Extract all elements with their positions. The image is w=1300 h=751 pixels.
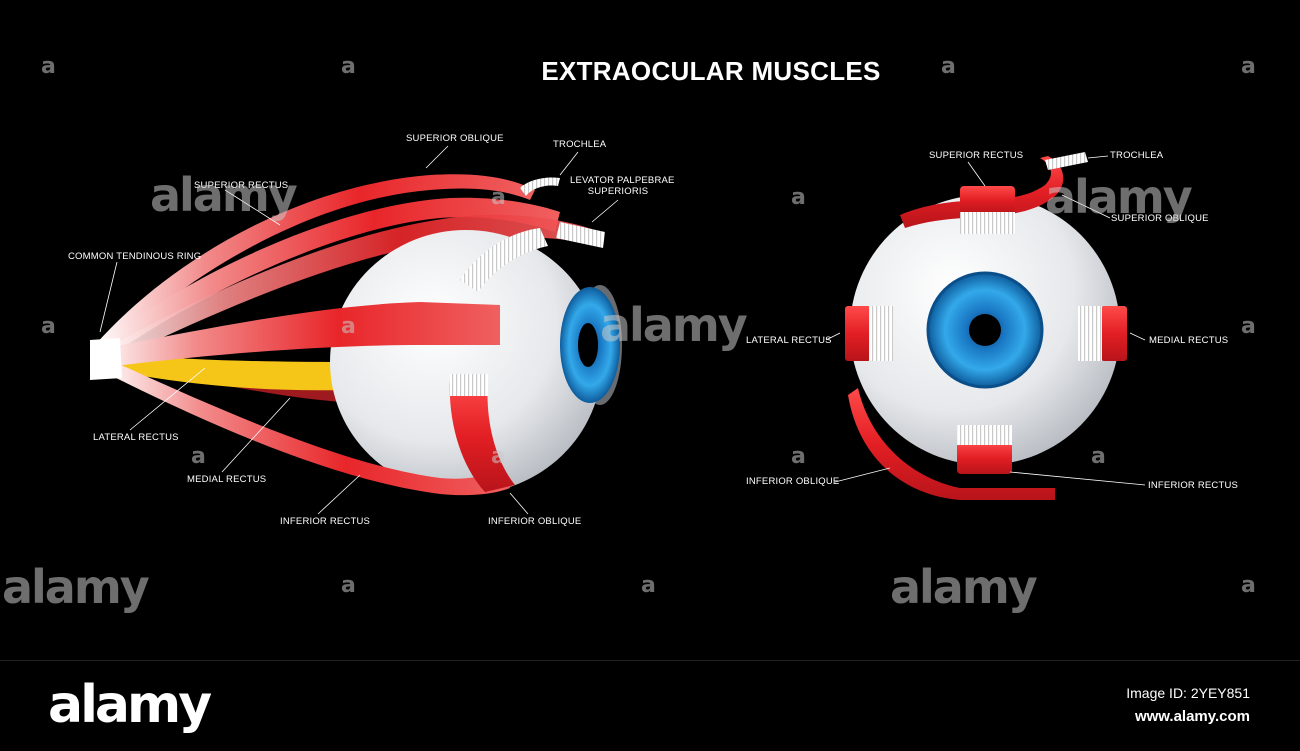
label-side-superior-rectus: SUPERIOR RECTUS <box>194 180 289 191</box>
watermark-logo: alamy <box>2 560 150 614</box>
label-side-trochlea: TROCHLEA <box>553 139 607 150</box>
label-side-medial-rectus: MEDIAL RECTUS <box>187 474 267 485</box>
watermark-letter: a <box>191 444 206 469</box>
side-lateral-rectus-muscle <box>95 302 500 368</box>
watermark-letter: a <box>341 573 356 598</box>
front-inferior-rectus-muscle <box>957 442 1012 474</box>
watermark-letter: a <box>1241 573 1256 598</box>
side-inferior-oblique-muscle <box>449 380 515 492</box>
label-side-inferior-rectus: INFERIOR RECTUS <box>280 516 371 527</box>
diagram-title: EXTRAOCULAR MUSCLES <box>541 56 881 86</box>
side-common-tendinous-ring <box>90 338 122 380</box>
side-levator-muscle <box>100 214 600 362</box>
watermark-letter: a <box>941 54 956 79</box>
illustration-stage: EXTRAOCULAR MUSCLES SUPERIOR OBLIQUE TRO… <box>2 54 1256 614</box>
watermark-letter: a <box>341 54 356 79</box>
watermark-logo: alamy <box>890 560 1038 614</box>
label-front-inferior-rectus: INFERIOR RECTUS <box>1148 480 1239 491</box>
side-superior-oblique-muscle <box>95 174 535 355</box>
front-superior-oblique-muscle <box>900 156 1064 228</box>
watermark-letter: a <box>641 573 656 598</box>
side-levator-fibers <box>556 222 605 248</box>
watermark-letter: a <box>1241 54 1256 79</box>
front-lateral-rectus-tendon <box>869 306 893 361</box>
label-side-inferior-oblique: INFERIOR OBLIQUE <box>488 516 582 527</box>
side-optic-nerve <box>110 354 345 391</box>
anatomy-drawing <box>90 145 1146 515</box>
watermark-letter: a <box>791 185 806 210</box>
front-pupil <box>969 314 1001 346</box>
side-superior-rectus-muscle <box>95 197 560 358</box>
brand-logo[interactable]: alamy <box>48 675 212 735</box>
image-id: Image ID: 2YEY851 <box>1126 685 1250 701</box>
watermark-letter: a <box>1241 314 1256 339</box>
side-view-eye <box>90 174 622 496</box>
side-eyeball <box>330 230 602 494</box>
side-trochlea <box>520 177 560 196</box>
front-leader-lines <box>825 155 1146 486</box>
label-front-superior-oblique: SUPERIOR OBLIQUE <box>1111 213 1209 224</box>
watermark-letter: a <box>491 444 506 469</box>
label-front-lateral-rectus: LATERAL RECTUS <box>746 335 832 346</box>
label-front-medial-rectus: MEDIAL RECTUS <box>1149 335 1229 346</box>
watermark-letter: a <box>791 444 806 469</box>
front-medial-rectus-muscle <box>1101 306 1127 361</box>
front-superior-rectus-muscle <box>960 186 1015 214</box>
watermark-logo: alamy <box>150 168 298 222</box>
side-superior-tendon <box>460 228 548 292</box>
watermark-logo: alamy <box>1045 170 1193 224</box>
watermark-letter: a <box>341 314 356 339</box>
site-link[interactable]: www.alamy.com <box>1134 708 1250 725</box>
side-inferior-rectus-muscle <box>100 360 510 496</box>
front-iris-ring <box>926 271 1044 389</box>
front-view-eye <box>845 152 1127 500</box>
label-side-lateral-rectus: LATERAL RECTUS <box>93 432 179 443</box>
label-front-trochlea: TROCHLEA <box>1110 150 1164 161</box>
watermark-letter: a <box>491 185 506 210</box>
label-side-levator-line2: SUPERIORIS <box>587 186 649 197</box>
watermark-letter: a <box>1091 444 1106 469</box>
label-side-levator-line1: LEVATOR PALPEBRAE <box>570 175 675 186</box>
front-inferior-rectus-tendon <box>957 425 1012 445</box>
label-front-superior-rectus: SUPERIOR RECTUS <box>929 150 1024 161</box>
watermark-letter: a <box>41 54 56 79</box>
label-side-levator: LEVATOR PALPEBRAE SUPERIORIS <box>570 175 675 197</box>
side-pupil <box>578 323 598 367</box>
label-front-inferior-oblique: INFERIOR OBLIQUE <box>746 476 840 487</box>
side-inferior-oblique-tendon <box>450 374 488 396</box>
front-lateral-rectus-muscle <box>845 306 871 361</box>
side-leader-lines <box>99 145 619 515</box>
front-medial-rectus-tendon <box>1078 306 1102 361</box>
watermark-logo: alamy <box>600 298 748 352</box>
watermark-letter: a <box>41 314 56 339</box>
footer-bar: alamy Image ID: 2YEY851 www.alamy.com <box>0 660 1300 751</box>
label-side-common-ring: COMMON TENDINOUS RING <box>68 251 202 262</box>
front-trochlea <box>1045 152 1088 170</box>
front-inferior-oblique-muscle <box>848 388 1055 500</box>
front-superior-rectus-tendon <box>960 212 1015 234</box>
label-side-superior-oblique: SUPERIOR OBLIQUE <box>406 133 504 144</box>
